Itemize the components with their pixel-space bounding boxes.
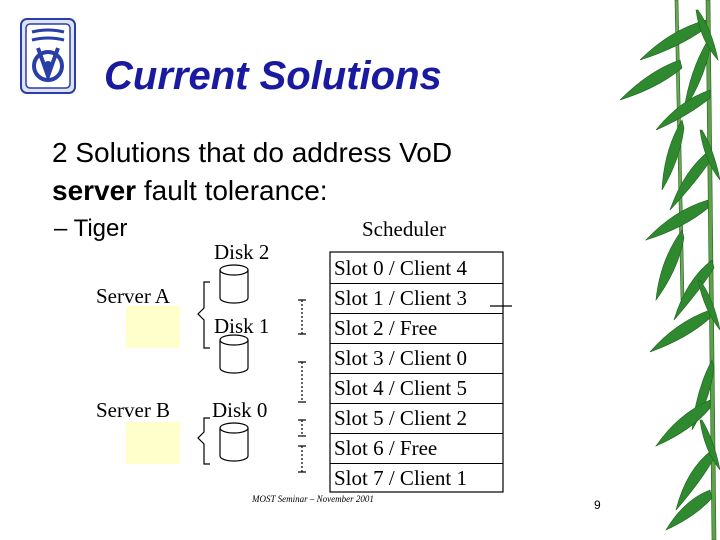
bamboo-leaves-decoration	[619, 0, 720, 540]
scheduler-title: Scheduler	[362, 217, 446, 241]
disk-1-label: Disk 1	[214, 314, 270, 338]
server-b-box	[126, 422, 180, 464]
disk-1-cylinder	[219, 334, 249, 374]
main-bullet: 2 Solutions that do address VoD server f…	[52, 134, 452, 210]
footer-text: MOST Seminar – November 2001	[252, 494, 374, 504]
technion-logo	[20, 18, 76, 94]
slot-row: Slot 3 / Client 0	[330, 344, 503, 374]
slot-row: Slot 2 / Free	[330, 314, 503, 344]
disk-0-cylinder	[219, 422, 249, 462]
server-a-brace	[197, 281, 210, 349]
server-a-label: Server A	[96, 284, 171, 308]
slot-row: Slot 5 / Client 2	[330, 404, 503, 434]
dotted-connectors	[298, 299, 306, 473]
disk-0-label: Disk 0	[212, 398, 268, 422]
slot-row: Slot 7 / Client 1	[334, 466, 468, 490]
slot-row: Slot 0 / Client 4	[330, 254, 503, 284]
slot-row: Slot 4 / Client 5	[330, 374, 503, 404]
server-a-box	[126, 306, 180, 348]
server-b-label: Server B	[96, 398, 171, 422]
page-number: 9	[594, 498, 601, 512]
disk-2-cylinder	[219, 264, 249, 304]
sub-bullet-tiger: – Tiger	[54, 215, 128, 242]
slot-row: Slot 1 / Client 3	[330, 284, 503, 314]
slide-title: Current Solutions	[104, 54, 442, 98]
server-b-brace	[197, 417, 210, 465]
bullet-bold-word: server	[52, 175, 137, 206]
scheduler-table-border	[329, 251, 504, 493]
disk-2-label: Disk 2	[214, 240, 270, 264]
slot-row: Slot 6 / Free	[330, 434, 503, 464]
scheduler-table: Slot 0 / Client 4 Slot 1 / Client 3 Slot…	[330, 254, 503, 493]
bullet-line-2: server fault tolerance:	[52, 175, 328, 206]
bullet-line-1: 2 Solutions that do address VoD	[52, 137, 453, 168]
